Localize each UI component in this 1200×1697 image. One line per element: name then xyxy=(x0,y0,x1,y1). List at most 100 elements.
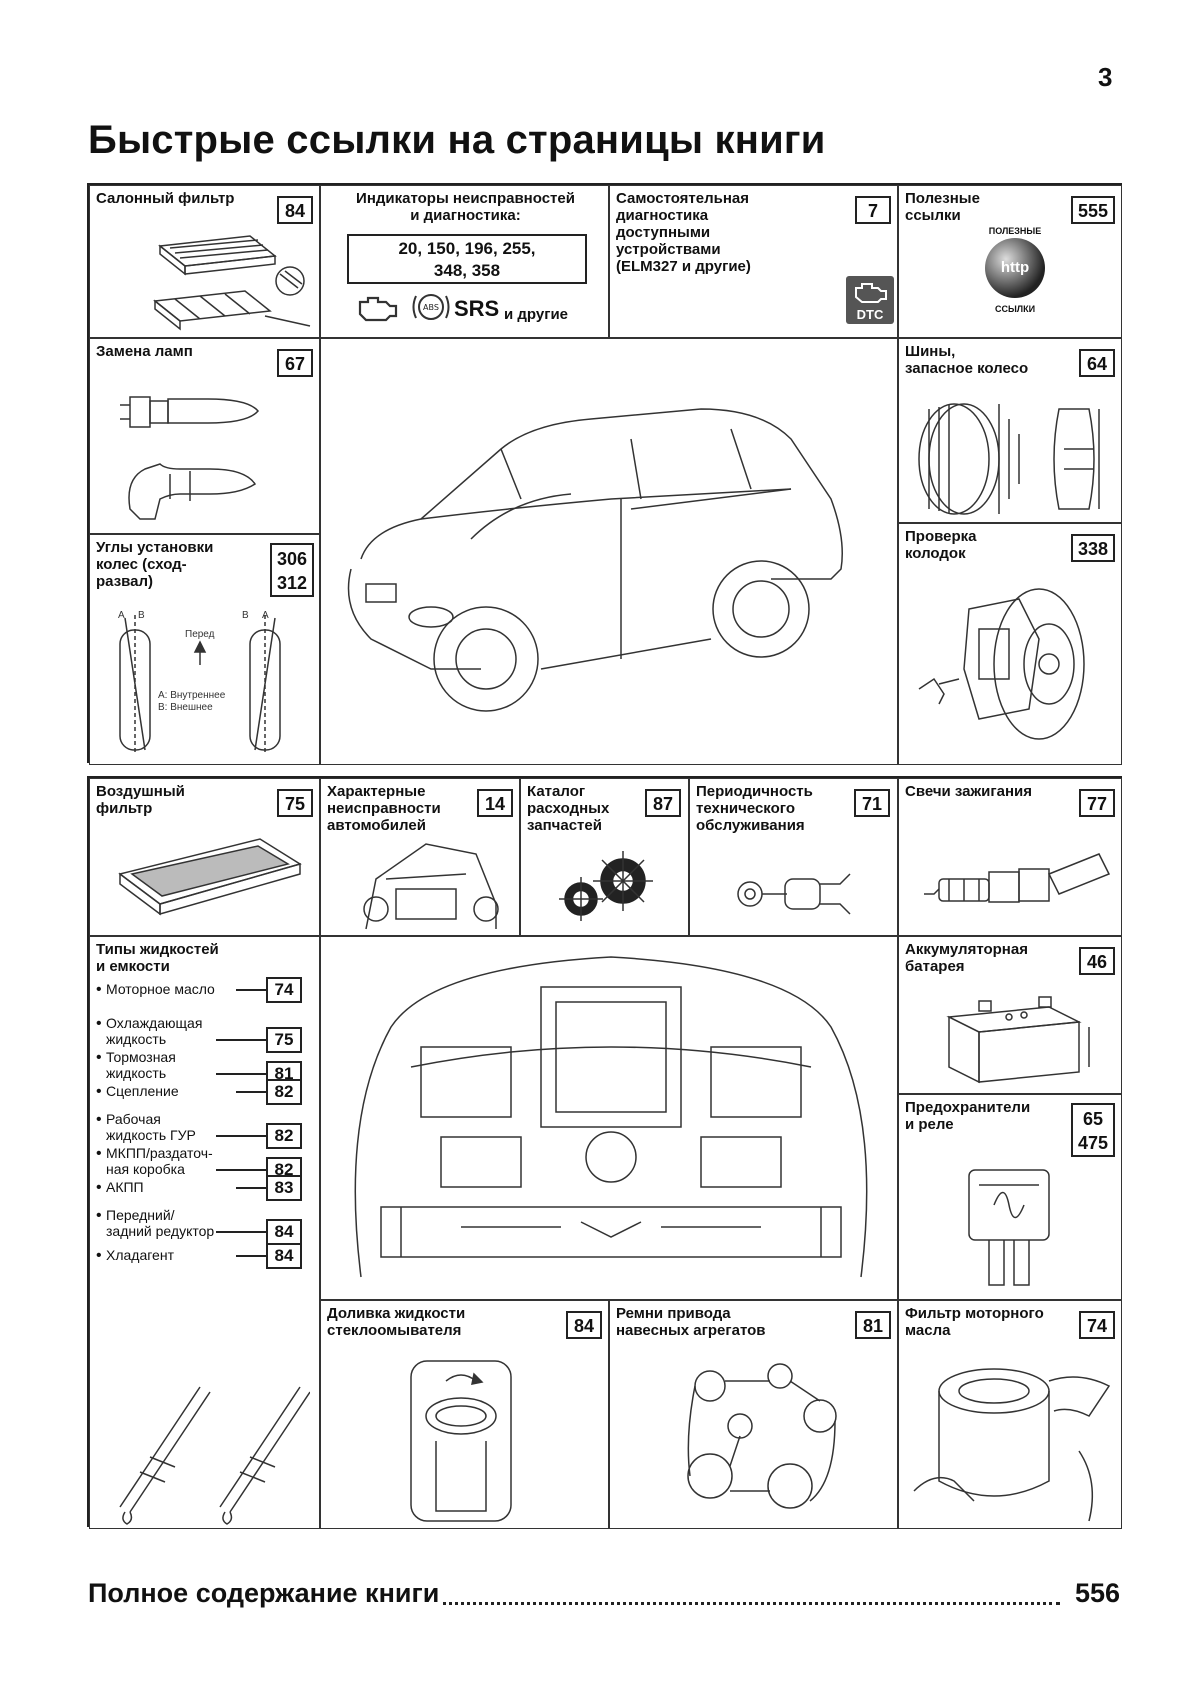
page-ref-65: 65 xyxy=(1082,1109,1104,1129)
parts-catalog-cell[interactable]: Каталог расходных запчастей 87 xyxy=(520,778,689,936)
badge-center-text: http xyxy=(1000,259,1030,276)
vehicle-overview-cell xyxy=(320,338,898,765)
bullet-icon: • xyxy=(96,1179,102,1196)
self-diagnostics-cell[interactable]: Самостоятельная диагностика доступными у… xyxy=(609,185,898,338)
lamps-cell[interactable]: Замена ламп 67 xyxy=(89,338,320,534)
diagnostics-cell[interactable]: Индикаторы неисправностей и диагностика:… xyxy=(320,185,609,338)
page-ref-box[interactable]: 75 xyxy=(277,789,313,817)
diagnostics-pages: 20, 150, 196, 255, 348, 358 xyxy=(398,239,536,280)
engine-bay-cell xyxy=(320,936,898,1300)
fluid-item: Передний/ задний редуктор xyxy=(106,1207,215,1239)
page-ref-box[interactable]: 75 xyxy=(266,1027,302,1053)
wheel-alignment-label: Углы установки колес (сход- развал) xyxy=(96,539,214,590)
maintenance-cell[interactable]: Периодичность технического обслуживания … xyxy=(689,778,898,936)
fluid-leader-line xyxy=(236,989,266,991)
mark-b-right: B xyxy=(242,610,249,621)
dtc-icon-text: DTC xyxy=(856,307,884,322)
open-hood-illustration xyxy=(363,843,499,930)
wheel-alignment-cell[interactable]: Углы установки колес (сход- развал) 306 … xyxy=(89,534,320,765)
maintenance-label: Периодичность технического обслуживания xyxy=(696,783,813,834)
oil-filter-label: Фильтр моторного масла xyxy=(905,1305,1044,1339)
top-grid: Салонный фильтр 84 Индикаторы неисправно… xyxy=(87,183,1122,765)
page-ref-box[interactable]: 81 xyxy=(855,1311,891,1339)
fluids-cell: Типы жидкостей и емкости •Моторное масло… xyxy=(89,936,320,1529)
page-ref-box[interactable]: 338 xyxy=(1071,534,1115,562)
page-ref-box[interactable]: 84 xyxy=(277,196,313,224)
fuse-illustration xyxy=(968,1169,1050,1286)
page-ref-box[interactable]: 82 xyxy=(266,1123,302,1149)
dtc-icon: DTC xyxy=(846,276,894,324)
page-ref-box[interactable]: 74 xyxy=(266,977,302,1003)
fluid-leader-line xyxy=(216,1039,266,1041)
tire-diagram-illustration xyxy=(918,403,1100,515)
page-ref-box[interactable]: 84 xyxy=(566,1311,602,1339)
page-ref-box[interactable]: 306 312 xyxy=(270,543,314,597)
fluid-item: Моторное масло xyxy=(106,981,215,997)
page-ref-box[interactable]: 71 xyxy=(854,789,890,817)
page-ref-box[interactable]: 87 xyxy=(645,789,681,817)
spark-plug-illustration xyxy=(924,853,1111,903)
page-ref-box[interactable]: 65 475 xyxy=(1071,1103,1115,1157)
washer-fluid-cell[interactable]: Доливка жидкости стеклоомывателя 84 xyxy=(320,1300,609,1529)
suv-illustration xyxy=(347,408,843,712)
page-ref-box[interactable]: 555 xyxy=(1071,196,1115,224)
cabin-filter-illustration xyxy=(153,235,311,331)
brake-caliper-illustration xyxy=(918,588,1085,740)
wheel-alignment-diagram xyxy=(119,615,281,755)
bullet-icon: • xyxy=(96,1015,102,1032)
mark-b-left: B xyxy=(138,610,145,621)
badge-top-text: ПОЛЕЗНЫЕ xyxy=(988,226,1042,236)
srs-indicator: SRS xyxy=(454,296,500,321)
page-ref-306: 306 xyxy=(276,549,308,569)
tires-cell[interactable]: Шины, запасное колесо 64 xyxy=(898,338,1122,523)
page-ref-box[interactable]: 46 xyxy=(1079,947,1115,975)
fluids-label: Типы жидкостей и емкости xyxy=(96,941,219,975)
fuses-cell[interactable]: Предохранители и реле 65 475 xyxy=(898,1094,1122,1300)
brake-pads-cell[interactable]: Проверка колодок 338 xyxy=(898,523,1122,765)
globe-icon xyxy=(985,238,1045,298)
fluid-item: Охлаждающая жидкость xyxy=(106,1015,203,1047)
page-ref-box[interactable]: 7 xyxy=(855,196,891,224)
typical-faults-label: Характерные неисправности автомобилей xyxy=(327,783,441,834)
useful-links-badge: ПОЛЕЗНЫЕ http ССЫЛКИ xyxy=(979,226,1051,336)
page-ref-box[interactable]: 82 xyxy=(266,1079,302,1105)
cabin-filter-label: Салонный фильтр xyxy=(96,190,235,207)
diagnostics-others: и другие xyxy=(504,306,569,323)
page-ref-box[interactable]: 67 xyxy=(277,349,313,377)
fluid-item: АКПП xyxy=(106,1179,144,1195)
page-ref-box[interactable]: 64 xyxy=(1079,349,1115,377)
diagnostics-pages-box[interactable]: 20, 150, 196, 255, 348, 358 xyxy=(347,234,587,284)
page-ref-box[interactable]: 84 xyxy=(266,1219,302,1245)
drive-belts-cell[interactable]: Ремни привода навесных агрегатов 81 xyxy=(609,1300,898,1529)
dipstick-illustration xyxy=(119,1386,310,1525)
battery-illustration xyxy=(946,996,1090,1084)
alignment-legend: A: Внутреннее B: Внешнее xyxy=(158,690,226,713)
abs-icon: ABS xyxy=(412,294,450,320)
battery-cell[interactable]: Аккумуляторная батарея 46 xyxy=(898,936,1122,1094)
fluid-leader-line xyxy=(236,1091,266,1093)
table-of-contents-link[interactable]: Полное содержание книги 556 xyxy=(88,1578,1120,1614)
typical-faults-cell[interactable]: Характерные неисправности автомобилей 14 xyxy=(320,778,520,936)
page-ref-box[interactable]: 14 xyxy=(477,789,513,817)
fuses-label: Предохранители и реле xyxy=(905,1099,1031,1133)
toc-page: 556 xyxy=(1070,1578,1120,1609)
bullet-icon: • xyxy=(96,1207,102,1224)
battery-label: Аккумуляторная батарея xyxy=(905,941,1028,975)
badge-bottom-text: ССЫЛКИ xyxy=(994,304,1036,314)
oil-filter-cell[interactable]: Фильтр моторного масла 74 xyxy=(898,1300,1122,1529)
air-filter-cell[interactable]: Воздушный фильтр 75 xyxy=(89,778,320,936)
bullet-icon: • xyxy=(96,981,102,998)
fluid-leader-line xyxy=(236,1255,266,1257)
fluid-item: Хладагент xyxy=(106,1247,174,1263)
useful-links-cell[interactable]: Полезные ссылки 555 ПОЛЕЗНЫЕ http ССЫЛКИ xyxy=(898,185,1122,338)
spark-plugs-cell[interactable]: Свечи зажигания 77 xyxy=(898,778,1122,936)
bullet-icon: • xyxy=(96,1049,102,1066)
cabin-filter-cell[interactable]: Салонный фильтр 84 xyxy=(89,185,320,338)
page-ref-box[interactable]: 84 xyxy=(266,1243,302,1269)
page-ref-box[interactable]: 74 xyxy=(1079,1311,1115,1339)
fluid-leader-line xyxy=(216,1231,266,1233)
page-ref-box[interactable]: 83 xyxy=(266,1175,302,1201)
fluid-leader-line xyxy=(216,1135,266,1137)
page-title: Быстрые ссылки на страницы книги xyxy=(88,118,826,162)
page-ref-box[interactable]: 77 xyxy=(1079,789,1115,817)
